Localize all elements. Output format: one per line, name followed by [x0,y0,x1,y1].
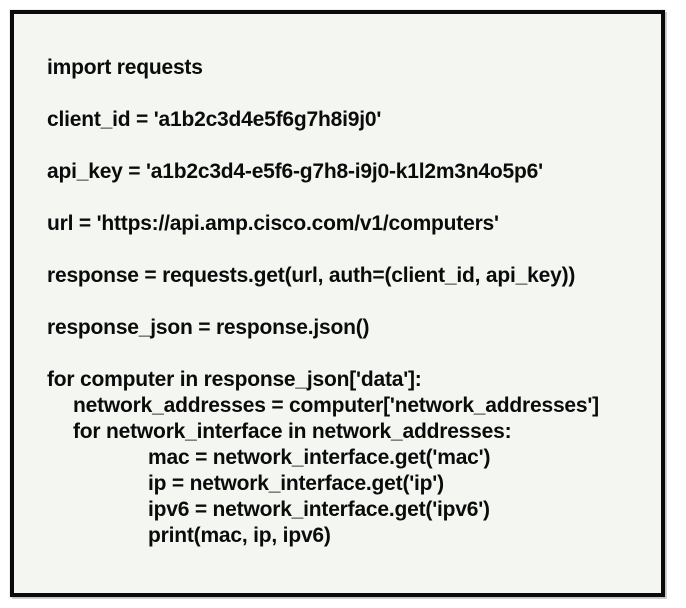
code-line-blank [47,341,653,367]
code-line: import requests [47,56,203,79]
code-line: for computer in response_json['data']: [47,368,422,391]
code-line-blank [47,289,653,315]
code-line: response_json = response.json() [47,316,370,339]
code-line: response = requests.get(url, auth=(clien… [47,264,576,287]
code-line: url = 'https://api.amp.cisco.com/v1/comp… [47,212,499,235]
code-line-blank [47,185,653,211]
code-line: client_id = 'a1b2c3d4e5f6g7h8i9j0' [47,108,382,131]
code-line: mac = network_interface.get('mac') [148,446,491,469]
code-line-blank [47,81,653,107]
code-line: for network_interface in network_address… [73,420,512,443]
code-line-blank [47,237,653,263]
code-snippet-box: import requests client_id = 'a1b2c3d4e5f… [10,10,665,597]
code-line: ip = network_interface.get('ip') [148,472,444,495]
code-line: api_key = 'a1b2c3d4-e5f6-g7h8-i9j0-k1l2m… [47,160,543,183]
code-line: network_addresses = computer['network_ad… [73,394,599,417]
code-line-blank [47,133,653,159]
code-area: import requests client_id = 'a1b2c3d4e5f… [14,14,661,549]
code-line: print(mac, ip, ipv6) [148,524,331,547]
code-line: ipv6 = network_interface.get('ipv6') [148,498,490,521]
